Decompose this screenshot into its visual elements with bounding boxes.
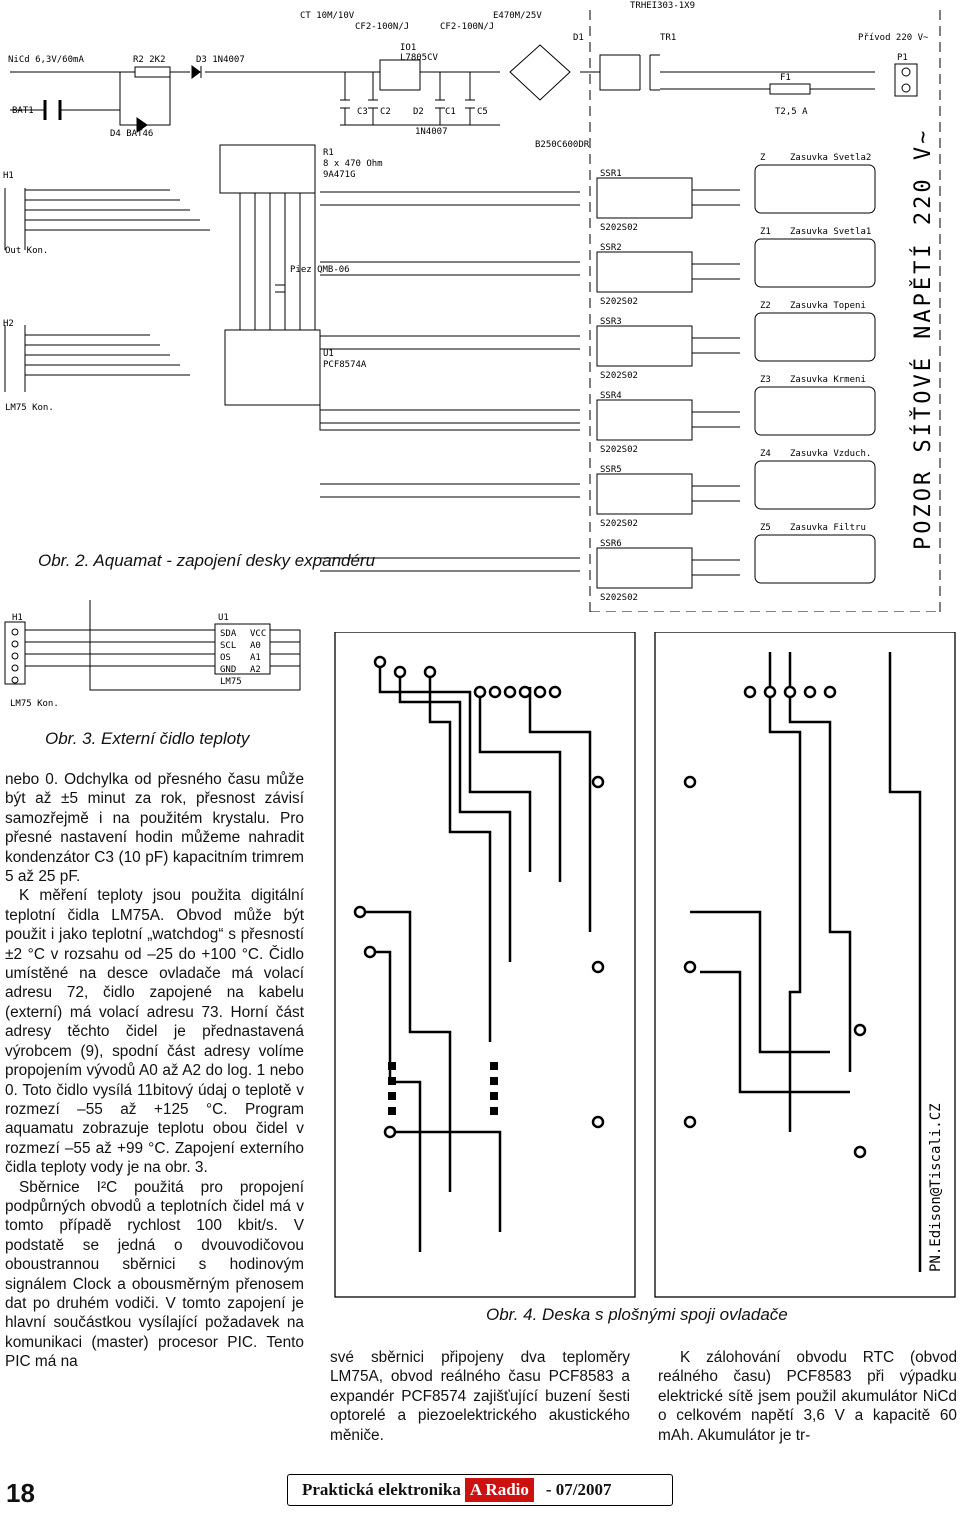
svg-text:Zasuvka Krmeni: Zasuvka Krmeni	[790, 375, 866, 385]
svg-text:Z: Z	[760, 153, 766, 163]
right-text-column: K zálohování obvodu RTC (obvod reálného …	[658, 1348, 957, 1445]
svg-text:SSR2: SSR2	[600, 243, 622, 253]
svg-text:B250C600DR: B250C600DR	[535, 140, 590, 150]
svg-text:9A471G: 9A471G	[323, 170, 356, 180]
svg-text:D3 1N4007: D3 1N4007	[196, 55, 245, 65]
svg-text:S202S02: S202S02	[600, 297, 638, 307]
paragraph: své sběrnici připojeny dva teploměry LM7…	[330, 1349, 630, 1444]
svg-text:LM75: LM75	[220, 677, 242, 687]
svg-text:Přívod 220 V~: Přívod 220 V~	[858, 33, 929, 43]
svg-text:Z5: Z5	[760, 523, 771, 533]
svg-text:U1: U1	[323, 349, 334, 359]
svg-text:S202S02: S202S02	[600, 371, 638, 381]
figure-4-caption: Obr. 4. Deska s plošnými spoji ovladače	[486, 1305, 788, 1324]
svg-text:VCC: VCC	[250, 629, 266, 639]
svg-text:PCF8574A: PCF8574A	[323, 360, 367, 370]
magazine-banner: Praktická elektronika A Radio - 07/2007	[287, 1474, 673, 1506]
svg-text:F1: F1	[780, 73, 791, 83]
svg-text:A2: A2	[250, 665, 261, 675]
svg-text:OS: OS	[220, 653, 231, 663]
svg-text:Z2: Z2	[760, 301, 771, 311]
svg-text:A0: A0	[250, 641, 261, 651]
magazine-title: Praktická elektronika	[302, 1480, 461, 1499]
svg-text:T2,5 A: T2,5 A	[775, 107, 808, 117]
svg-text:CF2-100N/J: CF2-100N/J	[440, 22, 494, 32]
svg-text:L7805CV: L7805CV	[400, 53, 439, 63]
svg-text:D2: D2	[413, 107, 424, 117]
figure-2-schematic: CT 10M/10V CF2-100N/J CF2-100N/J E470M/2…	[3, 1, 941, 612]
label-ct: CT 10M/10V	[300, 11, 355, 21]
svg-text:SDA: SDA	[220, 629, 237, 639]
paragraph: nebo 0. Odchylka od přesného času může b…	[5, 771, 304, 886]
svg-text:Z3: Z3	[760, 375, 771, 385]
svg-text:IO1: IO1	[400, 43, 416, 53]
svg-text:LM75 Kon.: LM75 Kon.	[10, 699, 59, 709]
svg-text:Zasuvka Vzduch.: Zasuvka Vzduch.	[790, 449, 871, 459]
svg-text:BAT1: BAT1	[12, 106, 34, 116]
issue-number: - 07/2007	[545, 1480, 612, 1499]
svg-text:NiCd 6,3V/60mA: NiCd 6,3V/60mA	[8, 55, 84, 65]
svg-text:SSR3: SSR3	[600, 317, 622, 327]
svg-text:TR1: TR1	[660, 33, 676, 43]
svg-text:C5: C5	[477, 107, 488, 117]
svg-text:R1: R1	[323, 148, 334, 158]
figure-2-caption: Obr. 2. Aquamat - zapojení desky expandé…	[38, 551, 376, 570]
svg-text:H2: H2	[3, 319, 14, 329]
svg-text:TRHEI303-1X9: TRHEI303-1X9	[630, 1, 695, 11]
svg-text:Zasuvka Filtru: Zasuvka Filtru	[790, 523, 866, 533]
svg-text:A1: A1	[250, 653, 261, 663]
paragraph: K měření teploty jsou použita digitální …	[5, 887, 304, 1177]
svg-text:R2 2K2: R2 2K2	[133, 55, 166, 65]
svg-text:Zasuvka Svetla2: Zasuvka Svetla2	[790, 153, 871, 163]
svg-text:8 x 470 Ohm: 8 x 470 Ohm	[323, 159, 383, 169]
svg-text:C1: C1	[445, 107, 456, 117]
svg-text:C3: C3	[357, 107, 368, 117]
magazine-radio: A Radio	[464, 1478, 534, 1502]
svg-text:Piez QMB-06: Piez QMB-06	[290, 265, 350, 275]
svg-text:H1: H1	[12, 613, 23, 623]
svg-text:E470M/25V: E470M/25V	[493, 11, 542, 21]
svg-text:Z1: Z1	[760, 227, 771, 237]
paragraph: K zálohování obvodu RTC (obvod reálného …	[658, 1349, 957, 1444]
svg-text:SSR5: SSR5	[600, 465, 622, 475]
svg-text:H1: H1	[3, 171, 14, 181]
svg-text:SCL: SCL	[220, 641, 236, 651]
svg-text:1N4007: 1N4007	[415, 127, 448, 137]
figure-3-caption: Obr. 3. Externí čidlo teploty	[45, 729, 250, 748]
svg-text:GND: GND	[220, 665, 236, 675]
svg-text:P1: P1	[897, 53, 908, 63]
svg-text:Zasuvka Topeni: Zasuvka Topeni	[790, 301, 866, 311]
svg-text:C2: C2	[380, 107, 391, 117]
svg-text:Zasuvka Svetla1: Zasuvka Svetla1	[790, 227, 871, 237]
svg-text:U1: U1	[218, 613, 229, 623]
page-number: 18	[6, 1478, 35, 1508]
figure-4-pcb: PN.Edison@Tiscali.CZ	[334, 632, 956, 1298]
svg-text:S202S02: S202S02	[600, 445, 638, 455]
svg-text:SSR1: SSR1	[600, 169, 622, 179]
svg-text:Out Kon.: Out Kon.	[5, 246, 48, 256]
svg-text:D1: D1	[573, 33, 584, 43]
warning-mains-voltage: POZOR SÍŤOVÉ NAPĚTÍ 220 V~	[910, 128, 936, 550]
left-text-column: nebo 0. Odchylka od přesného času může b…	[5, 770, 304, 1372]
svg-text:S202S02: S202S02	[600, 593, 638, 603]
svg-text:S202S02: S202S02	[600, 223, 638, 233]
svg-text:Z4: Z4	[760, 449, 771, 459]
svg-text:SSR4: SSR4	[600, 391, 622, 401]
paragraph: Sběrnice I²C použitá pro propojení podpů…	[5, 1178, 304, 1371]
pcb-author-credit: PN.Edison@Tiscali.CZ	[928, 1103, 944, 1272]
svg-text:S202S02: S202S02	[600, 519, 638, 529]
ssr-group	[596, 177, 740, 589]
svg-text:SSR6: SSR6	[600, 539, 622, 549]
svg-text:CF2-100N/J: CF2-100N/J	[355, 22, 409, 32]
svg-text:LM75 Kon.: LM75 Kon.	[5, 403, 54, 413]
svg-text:D4 BAT46: D4 BAT46	[110, 129, 153, 139]
figure-3-schematic: H1 U1 LM75 LM75 Kon. SDA SCL OS GND VCC …	[4, 600, 301, 709]
middle-text-column: své sběrnici připojeny dva teploměry LM7…	[330, 1348, 630, 1445]
